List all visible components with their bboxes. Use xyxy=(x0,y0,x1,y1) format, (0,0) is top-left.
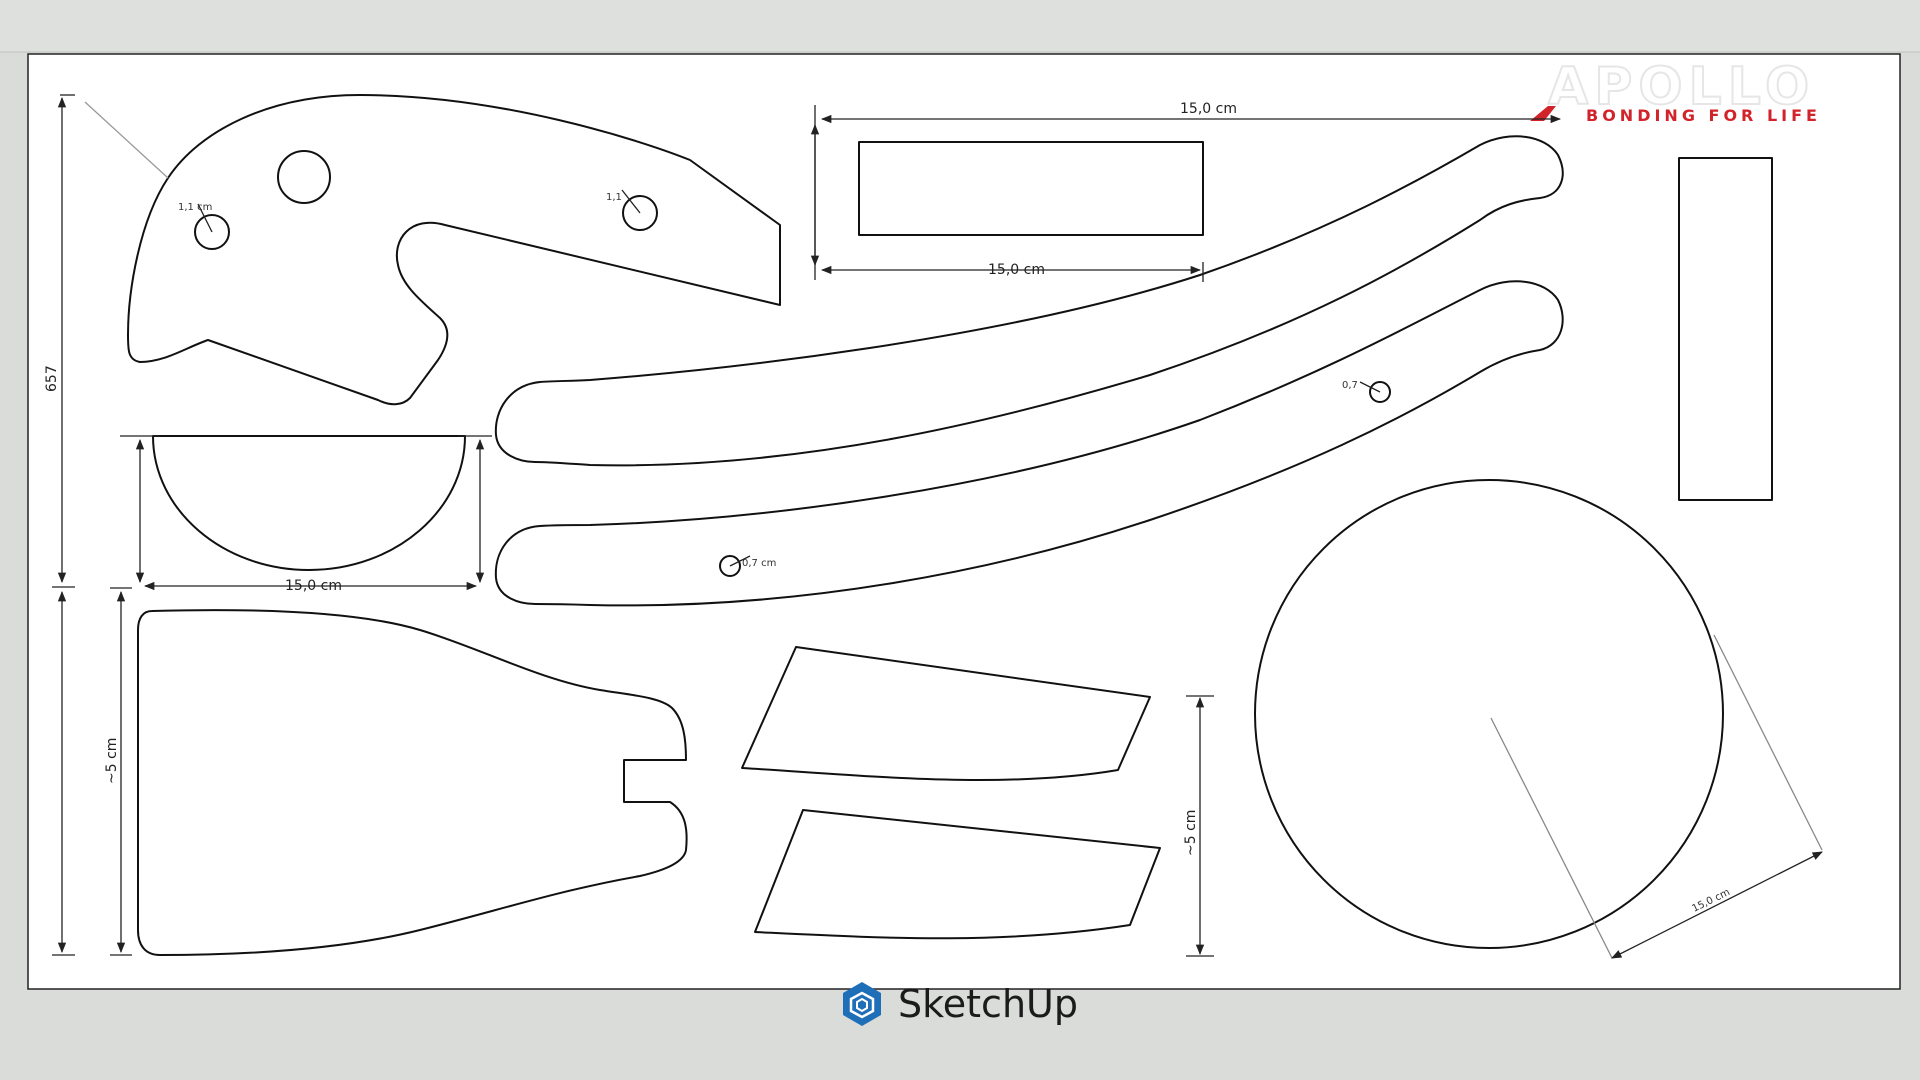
upper-strip-hole[interactable] xyxy=(1369,381,1391,403)
dim-half-circle: 15,0 cm xyxy=(285,578,342,594)
large-circle[interactable] xyxy=(1254,479,1724,949)
brand-logo-text: APOLLO xyxy=(1548,57,1815,117)
top-rectangle[interactable] xyxy=(858,141,1204,236)
lower-strip-hole[interactable] xyxy=(719,555,741,577)
dim-hole-upper-curve: 0,7 xyxy=(1342,380,1358,391)
tall-rectangle[interactable] xyxy=(1678,157,1773,501)
bottle-profile-shape[interactable] xyxy=(137,609,688,956)
lower-quad-shape[interactable] xyxy=(754,809,1161,940)
sketchup-logo-icon xyxy=(843,982,881,1026)
dim-hole-top-right: 1,1 xyxy=(606,192,622,203)
sketchup-brand: SketchUp xyxy=(843,982,1078,1026)
dim-bottle-vertical: ~5 cm xyxy=(104,738,120,784)
upper-quad-shape[interactable] xyxy=(741,646,1151,781)
dim-left-vertical: 657 xyxy=(44,365,60,392)
hook-hole-large[interactable] xyxy=(277,150,331,204)
canvas-sheet[interactable] xyxy=(27,53,1901,990)
lower-curved-strip[interactable] xyxy=(494,280,1564,607)
hook-shape[interactable] xyxy=(127,94,781,406)
hook-hole-right[interactable] xyxy=(622,195,658,231)
dim-top-rect-top: 15,0 cm xyxy=(1180,101,1237,117)
upper-curved-strip[interactable] xyxy=(494,135,1564,467)
dim-hole-top-left: 1,1 cm xyxy=(178,202,212,213)
dim-hole-lower-curve: 0,7 cm xyxy=(742,558,776,569)
half-circle-shape[interactable] xyxy=(152,435,466,571)
dim-quad-vertical: ~5 cm xyxy=(1183,810,1199,856)
brand-tagline: BONDING FOR LIFE xyxy=(1586,106,1821,125)
dim-top-rect-bottom: 15,0 cm xyxy=(988,262,1045,278)
top-toolbar-band xyxy=(0,0,1920,52)
app-name: SketchUp xyxy=(898,982,1078,1026)
brand-logo: APOLLO BONDING FOR LIFE xyxy=(1530,56,1821,125)
hook-hole-left[interactable] xyxy=(194,214,230,250)
